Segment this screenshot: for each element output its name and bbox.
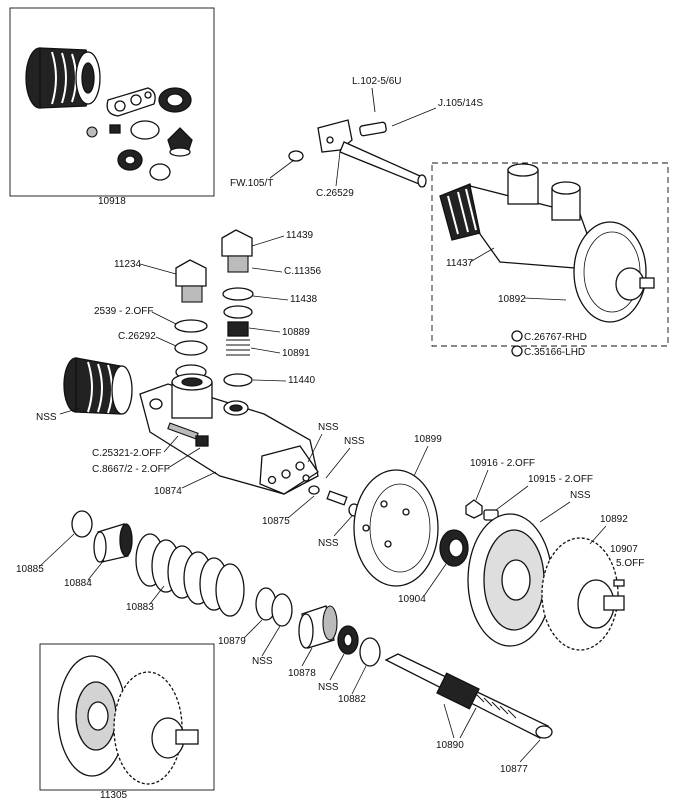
label-nss-e: NSS — [252, 656, 273, 667]
cone-seal-icon — [167, 127, 193, 157]
label-nss-d: NSS — [570, 490, 591, 501]
variant-callouts: C.26767-RHD C.35166-LHD — [511, 330, 587, 358]
label-5off: 5.OFF — [616, 558, 644, 569]
valve-stack — [174, 229, 254, 387]
label-10882: 10882 — [338, 694, 366, 705]
label-c26292: C.26292 — [118, 331, 156, 342]
label-10907: 10907 — [610, 544, 638, 555]
variant-lhd: C.35166-LHD — [524, 347, 585, 358]
washer-10882 — [359, 637, 381, 667]
label-c25321: C.25321-2.OFF — [92, 448, 161, 459]
bearing-10904 — [439, 529, 469, 567]
o-ring-icon — [130, 120, 160, 140]
label-10879: 10879 — [218, 636, 246, 647]
gasket-icon — [106, 87, 156, 117]
label-c26529: C.26529 — [316, 188, 354, 199]
label-11437: 11437 — [446, 258, 474, 269]
ring-10885 — [71, 510, 93, 538]
label-l102: L.102-5/6U — [352, 76, 401, 87]
label-11234: 11234 — [114, 259, 142, 270]
label-10883: 10883 — [126, 602, 154, 613]
label-10874: 10874 — [154, 486, 182, 497]
variant-rhd: C.26767-RHD — [524, 332, 587, 343]
label-10904: 10904 — [398, 594, 426, 605]
servo-inset — [39, 643, 215, 791]
piston-10878 — [298, 605, 338, 649]
seal-kit-inset: 10918 — [9, 7, 215, 207]
label-10875: 10875 — [262, 516, 290, 527]
label-c8667: C.8667/2 - 2.OFF — [92, 464, 170, 475]
small-valve-icon — [109, 124, 121, 134]
dish-plate — [467, 513, 553, 647]
rod-assembly-10890 — [384, 653, 553, 739]
spring-10883 — [135, 533, 245, 617]
seal-cup-icon — [158, 87, 192, 113]
boot-icon — [63, 357, 133, 415]
diaphragm-plate — [353, 469, 439, 587]
label-10915: 10915 - 2.OFF — [528, 474, 593, 485]
label-10885: 10885 — [16, 564, 44, 575]
clevis-pushrod — [288, 87, 427, 188]
label-nss-b: NSS — [344, 436, 365, 447]
bolt-icon — [465, 499, 499, 521]
label-10899: 10899 — [414, 434, 442, 445]
end-cover — [541, 537, 625, 651]
label-11440: 11440 — [288, 375, 316, 386]
label-c11356: C.11356 — [284, 266, 322, 277]
label-nss-f: NSS — [318, 682, 339, 693]
seal-kit-label: 10918 — [98, 196, 126, 207]
assembled-unit-box — [431, 162, 669, 347]
label-2539: 2539 - 2.OFF — [94, 306, 153, 317]
label-10891: 10891 — [282, 348, 310, 359]
valve-body-casting — [139, 373, 319, 495]
label-10878: 10878 — [288, 668, 316, 679]
sleeve-10884 — [93, 523, 133, 563]
label-10884: 10884 — [64, 578, 92, 589]
ring-nss — [271, 593, 293, 627]
label-10892-bottom: 10892 — [600, 514, 628, 525]
label-11439: 11439 — [286, 230, 314, 241]
label-11438: 11438 — [290, 294, 318, 305]
label-10889: 10889 — [282, 327, 310, 338]
label-fw105: FW.105/T — [230, 178, 273, 189]
label-10877: 10877 — [500, 764, 528, 775]
boot-icon — [25, 47, 101, 109]
label-nss-c: NSS — [318, 538, 339, 549]
screw-icon — [613, 579, 625, 587]
label-nss-left: NSS — [36, 412, 57, 423]
washer-icon — [149, 163, 171, 181]
label-10916: 10916 - 2.OFF — [470, 458, 535, 469]
small-washer-icon — [86, 126, 98, 138]
label-10892-top: 10892 — [498, 294, 526, 305]
servo-inset-label: 11305 — [100, 790, 128, 800]
washer-icon — [288, 150, 304, 162]
clevis-pin-icon — [359, 121, 387, 137]
label-j105: J.105/14S — [438, 98, 483, 109]
screw-10875 — [308, 485, 360, 517]
label-nss-a: NSS — [318, 422, 339, 433]
label-10890: 10890 — [436, 740, 464, 751]
